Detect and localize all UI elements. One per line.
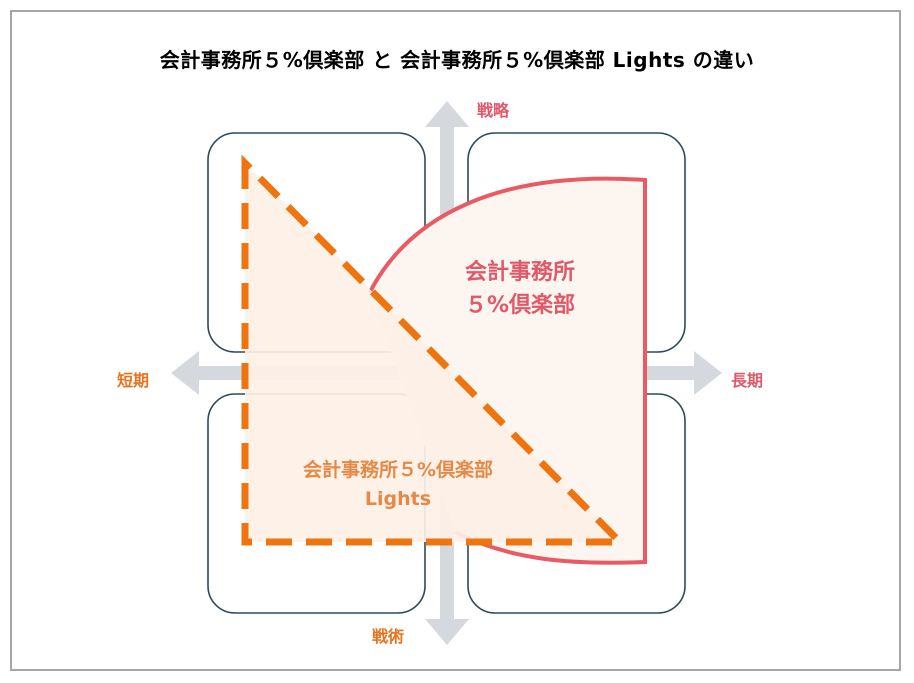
lights-label-line2: Lights (364, 488, 432, 510)
axis-label-tactics: 戦術 (372, 627, 405, 646)
axis-label-long-term: 長期 (731, 371, 764, 390)
club-label: 会計事務所 ５%倶楽部 (440, 256, 600, 322)
club-region-outline (368, 176, 647, 565)
lights-label-line1: 会計事務所５%倶楽部 (302, 459, 494, 481)
axis-label-short-term: 短期 (117, 371, 150, 390)
arrow-down-icon (425, 619, 469, 645)
lights-region-outline (241, 154, 629, 546)
club-label-line2: ５%倶楽部 (464, 293, 576, 318)
club-label-line1: 会計事務所 (464, 260, 575, 285)
arrow-up-icon (425, 101, 469, 127)
axis-label-strategy: 戦略 (477, 101, 510, 120)
arrow-left-icon (171, 351, 199, 395)
arrow-right-icon (694, 351, 722, 395)
page-title: 会計事務所５%倶楽部 と 会計事務所５%倶楽部 Lights の違い (159, 48, 755, 72)
lights-label: 会計事務所５%倶楽部 Lights (270, 456, 526, 514)
